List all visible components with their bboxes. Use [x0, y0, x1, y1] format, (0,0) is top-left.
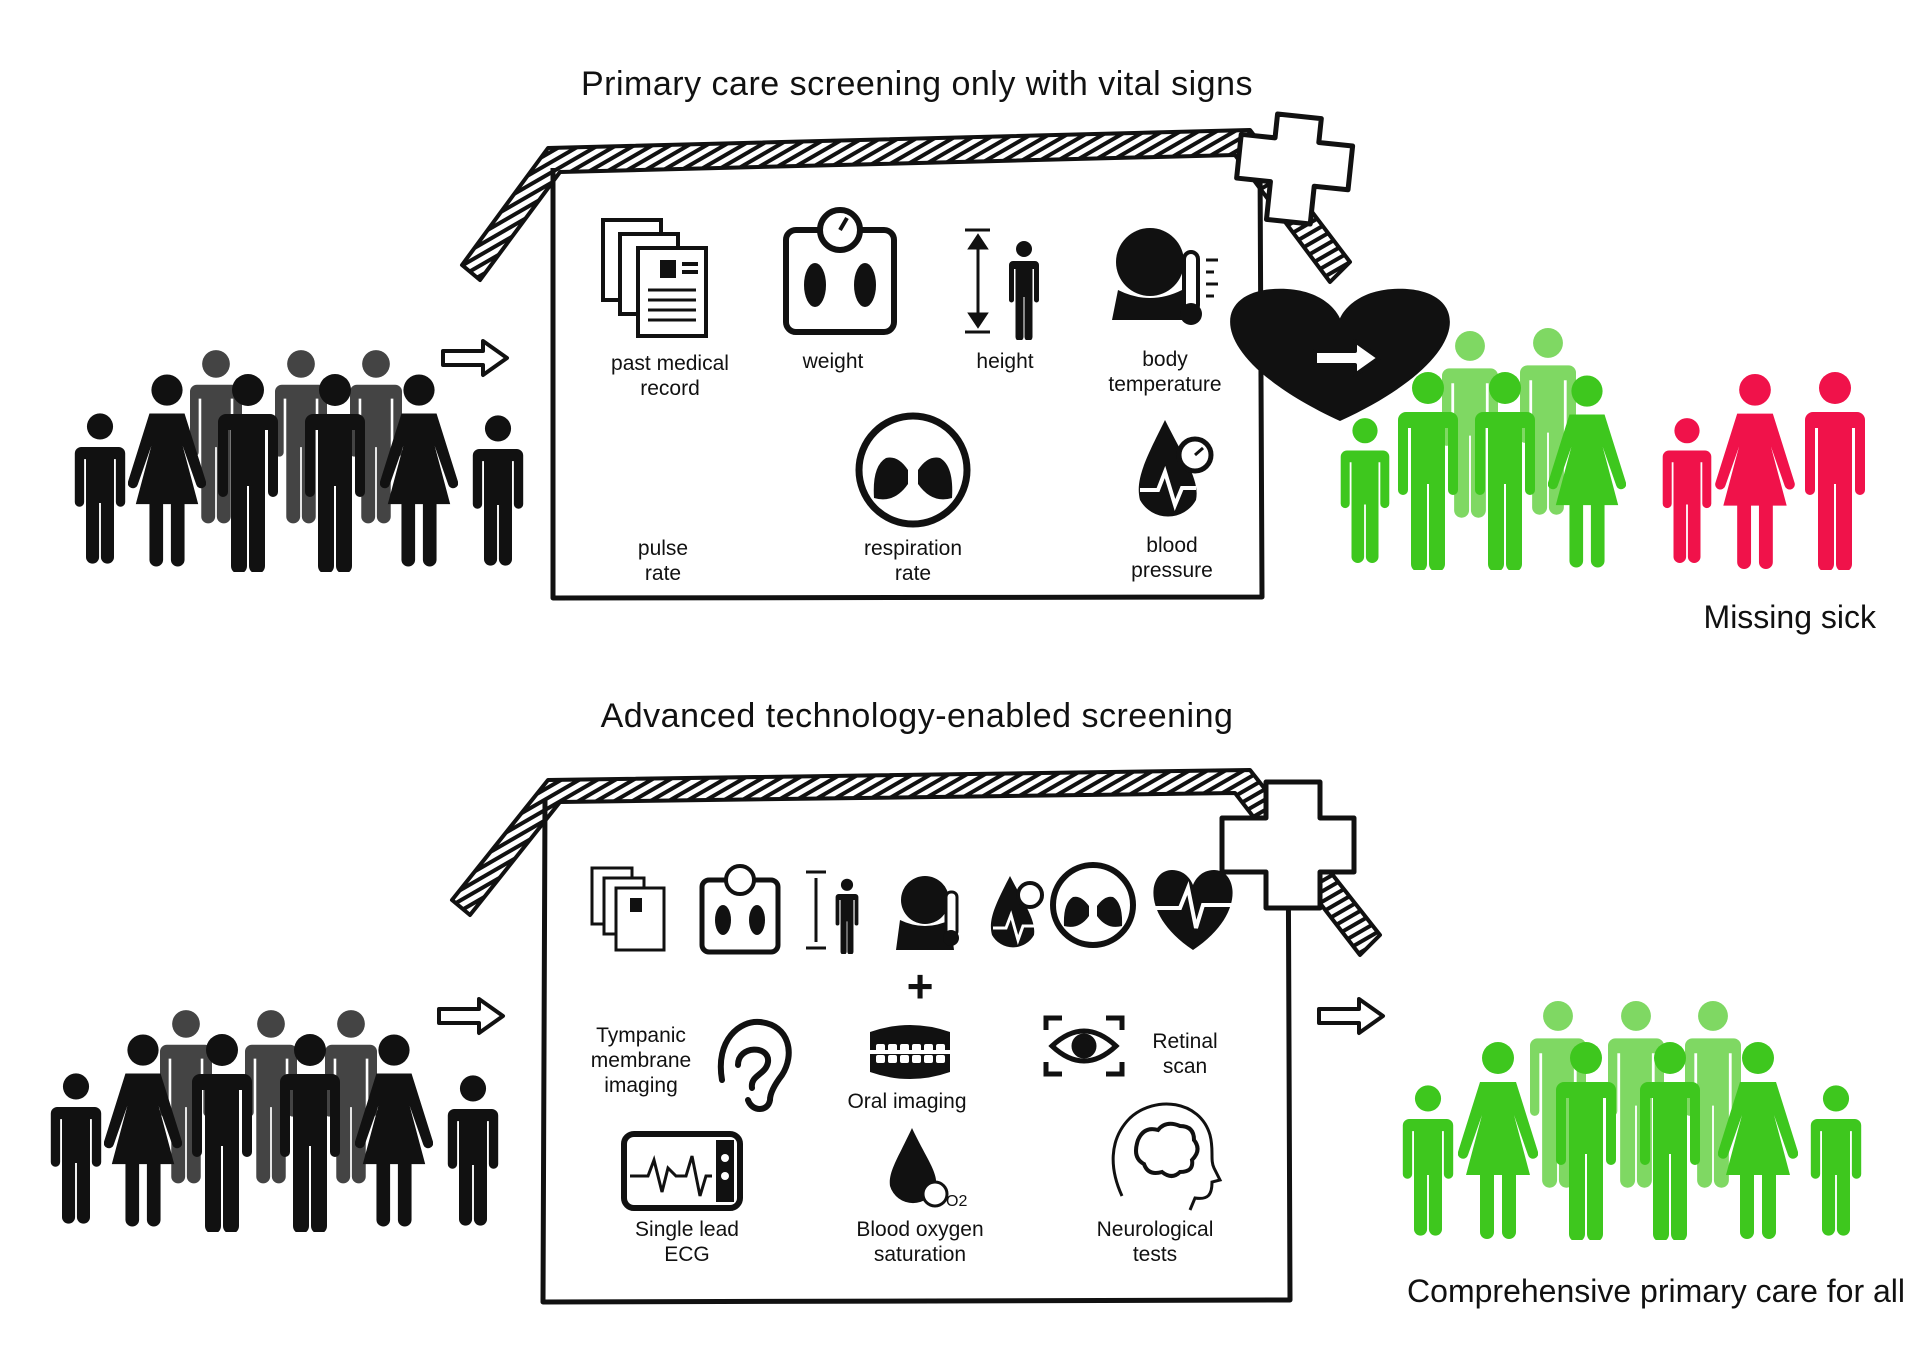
label-temperature: temperature	[1108, 373, 1221, 396]
brain-head-icon	[1111, 1102, 1223, 1211]
label-pressure: pressure	[1131, 559, 1213, 582]
woman-icon	[355, 1034, 433, 1227]
label-body: body	[1142, 348, 1188, 371]
heart-pulse-icon	[1153, 870, 1233, 950]
child-icon	[447, 1075, 499, 1226]
child-icon	[74, 413, 126, 564]
woman-icon	[104, 1034, 182, 1227]
sick-person-icon	[1805, 372, 1865, 570]
top-title: Primary care screening only with vital s…	[581, 65, 1253, 103]
bottom-output-crowd	[1402, 1001, 1862, 1240]
child-icon	[1402, 1085, 1454, 1236]
bottom-clinic-house	[450, 768, 1382, 1305]
label-neurological: Neurological	[1097, 1218, 1214, 1241]
label-resp-rate: rate	[895, 562, 931, 585]
eye-scan-icon	[1043, 1015, 1125, 1077]
bottom-title: Advanced technology-enabled screening	[601, 697, 1234, 735]
label-retinal: Retinal	[1152, 1030, 1217, 1053]
child-icon	[50, 1073, 102, 1224]
arrow-right-icon	[441, 339, 509, 377]
teeth-icon	[870, 1025, 950, 1079]
label-blood: blood	[1146, 534, 1197, 557]
bottom-outcome: Comprehensive primary care for all	[1407, 1273, 1905, 1309]
top-input-crowd	[74, 350, 524, 572]
label-rate: rate	[645, 562, 681, 585]
child-icon	[1340, 418, 1390, 563]
top-outcome: Missing sick	[1704, 599, 1877, 635]
label-blood-oxygen: Blood oxygen	[856, 1218, 983, 1241]
label-weight: weight	[802, 350, 864, 373]
weighing-scale-icon	[783, 207, 897, 335]
woman-icon	[1718, 1042, 1798, 1239]
label-ecg: ECG	[664, 1243, 710, 1266]
child-icon	[1810, 1085, 1862, 1236]
woman-icon	[1458, 1042, 1538, 1239]
medical-record-icon	[601, 218, 708, 338]
oxygen-drop-icon	[889, 1128, 949, 1208]
woman-icon	[380, 374, 458, 567]
arrow-right-icon	[437, 997, 505, 1035]
lungs-icon	[855, 412, 971, 528]
label-record: record	[640, 377, 700, 400]
label-respiration: respiration	[864, 537, 962, 560]
thermometer-person-icon	[896, 876, 959, 950]
label-saturation: saturation	[874, 1243, 966, 1266]
child-icon	[472, 415, 524, 566]
blood-pressure-icon	[990, 876, 1044, 948]
medical-cross-icon	[1234, 111, 1356, 227]
thermometer-person-icon	[1112, 228, 1218, 325]
arrow-right-icon	[1317, 997, 1385, 1035]
label-imaging: imaging	[604, 1074, 678, 1097]
label-past-medical: past medical	[611, 352, 729, 375]
weighing-scale-icon	[699, 864, 781, 955]
vital-signs-row	[590, 862, 1233, 955]
plus-sign: +	[907, 960, 934, 1012]
top-clinic-house	[460, 111, 1356, 601]
label-single-lead: Single lead	[635, 1218, 739, 1241]
person-icon	[192, 1034, 252, 1232]
ear-icon	[717, 1018, 792, 1112]
medical-record-icon	[590, 866, 666, 952]
lungs-icon	[1050, 862, 1136, 948]
label-scan: scan	[1163, 1055, 1207, 1078]
sick-child-icon	[1662, 418, 1712, 563]
label-membrane: membrane	[591, 1049, 691, 1072]
bottom-input-crowd	[50, 1010, 499, 1232]
height-measure-icon	[965, 228, 1039, 340]
label-tests: tests	[1133, 1243, 1177, 1266]
label-pulse: pulse	[638, 537, 688, 560]
sick-woman-icon	[1715, 373, 1795, 570]
blood-pressure-icon	[1138, 420, 1214, 517]
ecg-monitor-icon	[621, 1131, 743, 1211]
label-o2: O2	[946, 1193, 967, 1210]
label-height: height	[976, 350, 1033, 373]
height-measure-icon	[806, 870, 859, 954]
label-oral-imaging: Oral imaging	[847, 1090, 966, 1113]
label-tympanic: Tympanic	[596, 1024, 686, 1047]
medical-cross-icon	[1219, 779, 1357, 911]
